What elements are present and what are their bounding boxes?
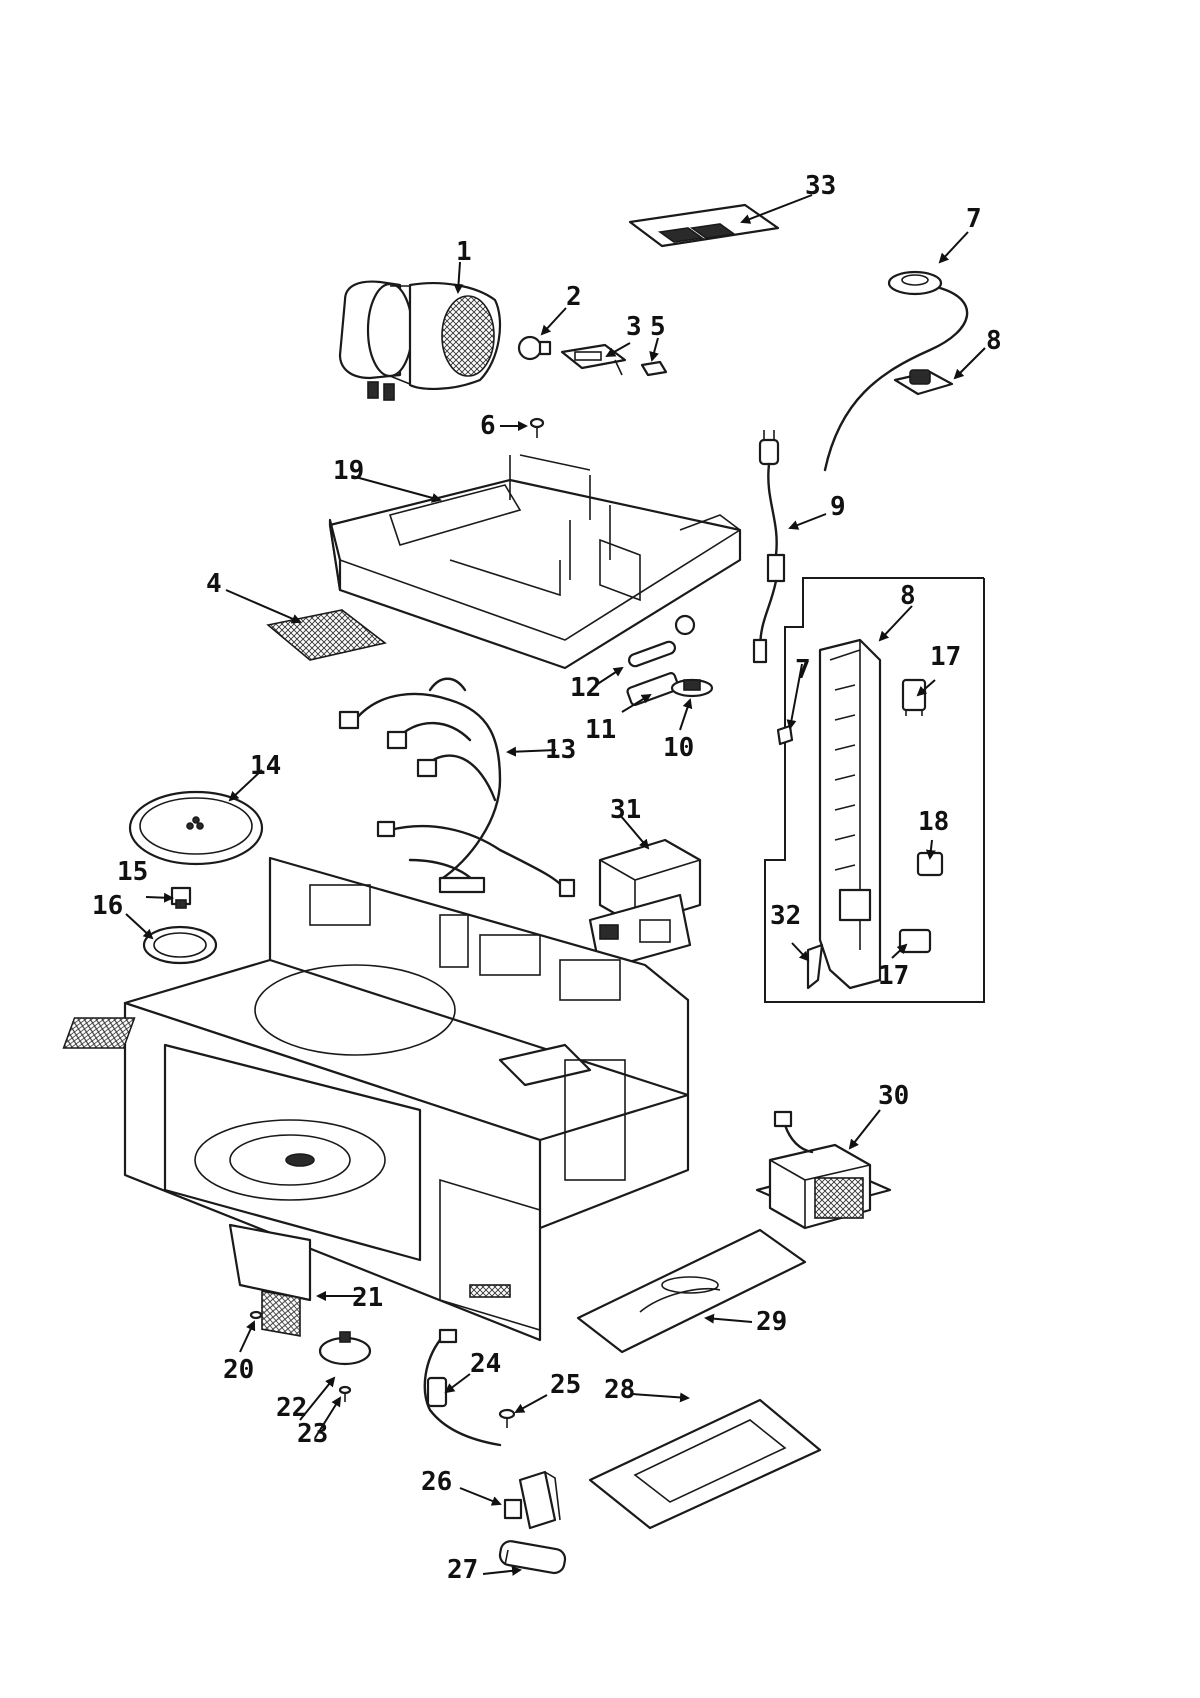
part-5-clip <box>640 360 668 377</box>
callout-29: 29 <box>756 1307 787 1337</box>
part-19-chassis-cover <box>328 454 742 670</box>
callout-21: 21 <box>352 1283 383 1313</box>
callout-32: 32 <box>770 901 801 931</box>
callout-24: 24 <box>470 1349 501 1379</box>
leader-lines <box>125 194 986 1576</box>
part-28-bottom-panel <box>588 1398 822 1530</box>
part-20-screw <box>249 1310 263 1320</box>
part-25-screw <box>498 1408 516 1428</box>
callout-19: 19 <box>333 456 364 486</box>
part-9-power-cord <box>752 430 786 664</box>
part-1-blower-motor <box>338 280 502 401</box>
callout-31: 31 <box>610 795 641 825</box>
part-24-thermal-cutoff <box>423 1328 502 1447</box>
part-22-turntable-motor <box>318 1331 372 1366</box>
callout-15: 15 <box>117 857 148 887</box>
part-10-thermostat <box>670 678 714 698</box>
oven-cavity <box>62 856 690 1342</box>
callout-4: 4 <box>206 569 222 599</box>
callout-labels: 33 7 1 2 3 5 8 6 19 9 4 8 17 7 12 11 10 … <box>92 171 1002 1585</box>
part-23-screw <box>338 1385 352 1402</box>
part-7-latch-spring <box>776 724 794 746</box>
callout-3: 3 <box>626 312 642 342</box>
part-12-fuse <box>627 614 696 668</box>
part-2-lamp-bulb <box>517 335 552 361</box>
callout-9: 9 <box>830 492 846 522</box>
callout-26: 26 <box>421 1467 452 1497</box>
callout-7-top: 7 <box>966 204 982 234</box>
part-31-magnetron <box>588 838 702 972</box>
callout-17-lower: 17 <box>878 961 909 991</box>
callout-33: 33 <box>805 171 836 201</box>
callout-1: 1 <box>456 237 472 267</box>
part-6-screw <box>529 417 545 438</box>
callout-20: 20 <box>223 1355 254 1385</box>
callout-6: 6 <box>480 411 496 441</box>
callout-27: 27 <box>447 1555 478 1585</box>
callout-8-top: 8 <box>986 326 1002 356</box>
interlock-assembly-frame <box>764 577 985 1003</box>
callout-12: 12 <box>570 673 601 703</box>
part-14-turntable <box>128 790 264 866</box>
callout-5: 5 <box>650 312 666 342</box>
callout-28: 28 <box>604 1375 635 1405</box>
callout-18: 18 <box>918 807 949 837</box>
callout-2: 2 <box>566 282 582 312</box>
part-21-vent-cover <box>228 1223 312 1337</box>
callout-30: 30 <box>878 1081 909 1111</box>
part-3-lamp-socket <box>560 343 627 376</box>
part-30-transformer <box>755 1110 892 1230</box>
part-32-lever <box>806 943 824 990</box>
part-8-switch-top <box>893 369 954 396</box>
callout-17-upper: 17 <box>930 642 961 672</box>
part-26-bracket <box>503 1470 561 1530</box>
callout-8-frame: 8 <box>900 581 916 611</box>
callout-16: 16 <box>92 891 123 921</box>
callout-14: 14 <box>250 751 281 781</box>
part-4-filter <box>266 609 387 661</box>
callout-10: 10 <box>663 733 694 763</box>
part-17-switch-lower <box>898 928 932 954</box>
part-27-lamp-cover <box>498 1540 567 1575</box>
part-29-base-plate <box>576 1228 807 1354</box>
part-8-interlock-bracket <box>818 638 882 990</box>
callout-7-frame: 7 <box>795 655 811 685</box>
part-17-switch-upper <box>901 678 927 716</box>
callout-13: 13 <box>545 735 576 765</box>
part-7-thermal-sensor <box>823 270 969 472</box>
part-15-coupler <box>170 886 192 909</box>
callout-23: 23 <box>297 1419 328 1449</box>
part-16-roller-ring <box>142 925 218 965</box>
callout-22: 22 <box>276 1393 307 1423</box>
part-13-wire-harness <box>338 677 576 898</box>
part-11-fuse-holder <box>626 672 680 706</box>
callout-25: 25 <box>550 1370 581 1400</box>
part-33-vent-grille <box>628 203 780 248</box>
callout-11: 11 <box>585 715 616 745</box>
